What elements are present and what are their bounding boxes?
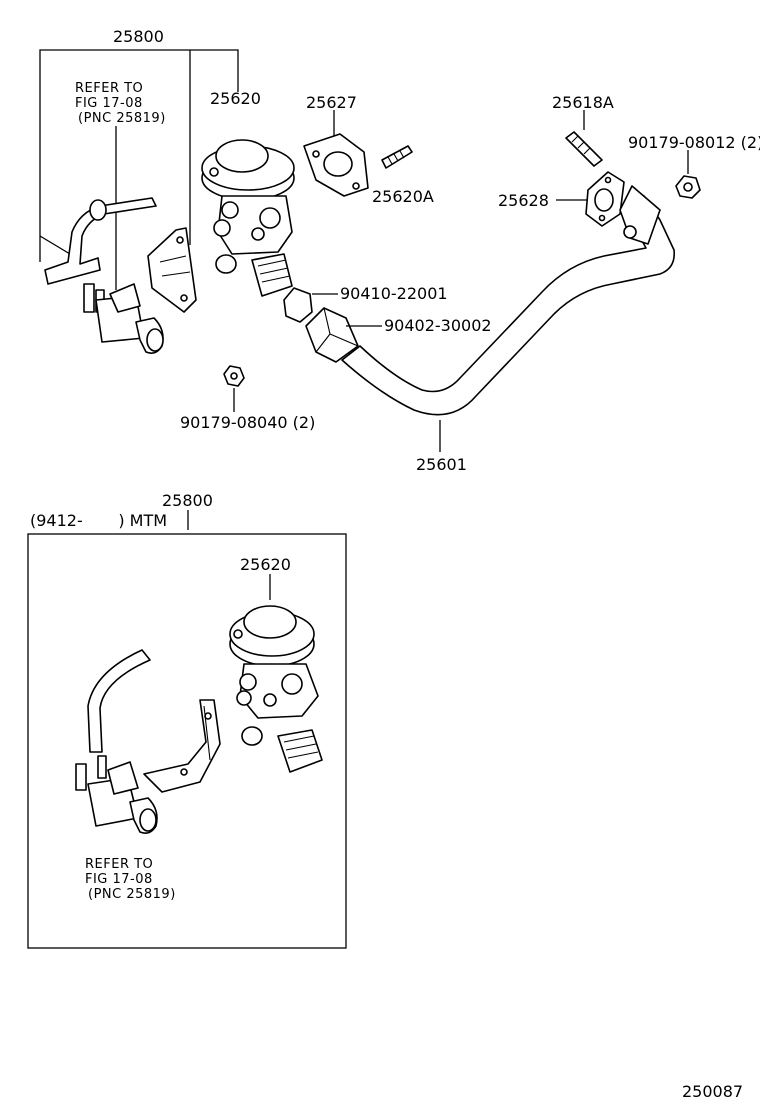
lower-egr-valve xyxy=(229,605,323,773)
lower-refer-note-line2: FIG 17-08 xyxy=(85,872,153,887)
union-washer xyxy=(283,287,313,323)
variant-box xyxy=(27,533,347,949)
assembly-bracket-tick xyxy=(39,235,71,255)
upper-assembly: 25800 REFER TO FIG 17-08 (PNC 25819) xyxy=(39,27,760,474)
union-washer-label: 90410-22001 xyxy=(340,284,448,303)
lower-refer-note-line1: REFER TO xyxy=(85,857,153,872)
lower-nut xyxy=(223,365,245,387)
vacuum-hose xyxy=(44,197,157,285)
valve-gasket-label: 25627 xyxy=(306,93,357,112)
union-nut xyxy=(305,307,359,363)
stud-bolt-valve-label: 25620A xyxy=(372,187,434,206)
stud-bolt-pipe-label: 25618A xyxy=(552,93,614,112)
assembly-bracket-line xyxy=(39,49,239,262)
upper-refer-note-line3: (PNC 25819) xyxy=(78,111,166,126)
egr-pipe xyxy=(341,185,676,416)
pipe-gasket-label: 25628 xyxy=(498,191,549,210)
stud-bolt-pipe xyxy=(565,131,603,167)
union-nut-label: 90402-30002 xyxy=(384,316,492,335)
lower-vsv-bracket xyxy=(143,699,221,793)
upper-assembly-number-label: 25800 xyxy=(113,27,164,46)
upper-egr-valve xyxy=(201,139,295,297)
lower-refer-note-line3: (PNC 25819) xyxy=(88,887,176,902)
lower-vacuum-hose xyxy=(87,649,151,753)
flange-nut xyxy=(675,175,701,199)
variant-label: (9412- ) MTM xyxy=(30,511,167,530)
pipe-gasket xyxy=(585,171,625,227)
upper-refer-note-line2: FIG 17-08 xyxy=(75,96,143,111)
lower-vsv-solenoid xyxy=(75,755,158,834)
lower-nut-label: 90179-08040 (2) xyxy=(180,413,315,432)
stud-bolt-valve xyxy=(381,145,413,169)
flange-nut-label: 90179-08012 (2) xyxy=(628,133,760,152)
lower-egr-valve-label: 25620 xyxy=(240,555,291,574)
vsv-solenoid xyxy=(83,283,164,354)
valve-gasket xyxy=(303,133,369,197)
lower-variant: 25800 (9412- ) MTM 25620 xyxy=(27,491,347,949)
upper-egr-valve-label: 25620 xyxy=(210,89,261,108)
egr-pipe-label: 25601 xyxy=(416,455,467,474)
vsv-bracket xyxy=(147,227,197,313)
figure-number: 250087 xyxy=(682,1082,743,1101)
upper-refer-note-line1: REFER TO xyxy=(75,81,143,96)
lower-assembly-number-label: 25800 xyxy=(162,491,213,510)
